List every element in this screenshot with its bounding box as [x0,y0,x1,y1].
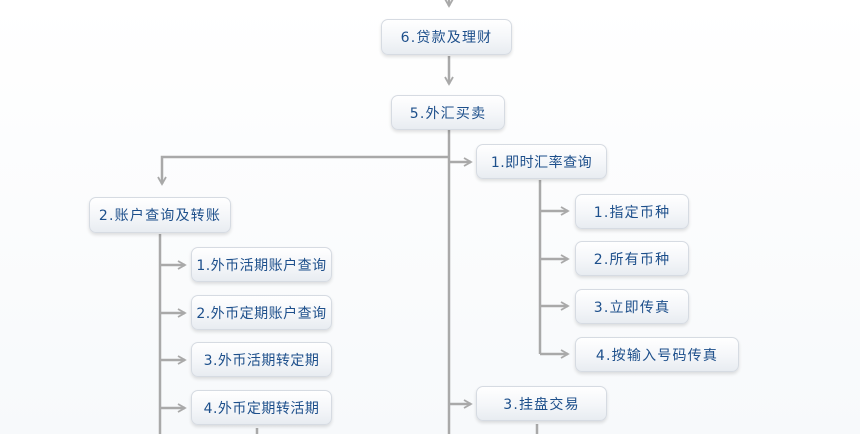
node-fx-fixed-account-query[interactable]: 2.外币定期账户查询 [191,295,332,330]
node-input-number-fax[interactable]: 4.按输入号码传真 [575,337,739,372]
node-instant-fax[interactable]: 3.立即传真 [575,289,689,324]
node-fx-fixed-to-demand[interactable]: 4.外币定期转活期 [191,390,332,425]
node-realtime-rate-query[interactable]: 1.即时汇率查询 [476,144,607,179]
node-fx-demand-account-query[interactable]: 1.外币活期账户查询 [191,247,332,282]
node-specified-currency[interactable]: 1.指定币种 [575,194,689,229]
node-loans-and-wealth[interactable]: 6.贷款及理财 [381,19,512,55]
node-limit-order-trading[interactable]: 3.挂盘交易 [476,386,607,421]
node-all-currencies[interactable]: 2.所有币种 [575,241,689,276]
node-fx-trading[interactable]: 5.外汇买卖 [391,95,505,130]
node-account-query-transfer[interactable]: 2.账户查询及转账 [89,197,231,233]
node-fx-demand-to-fixed[interactable]: 3.外币活期转定期 [191,342,332,377]
arrow-to-account-query [157,155,449,186]
